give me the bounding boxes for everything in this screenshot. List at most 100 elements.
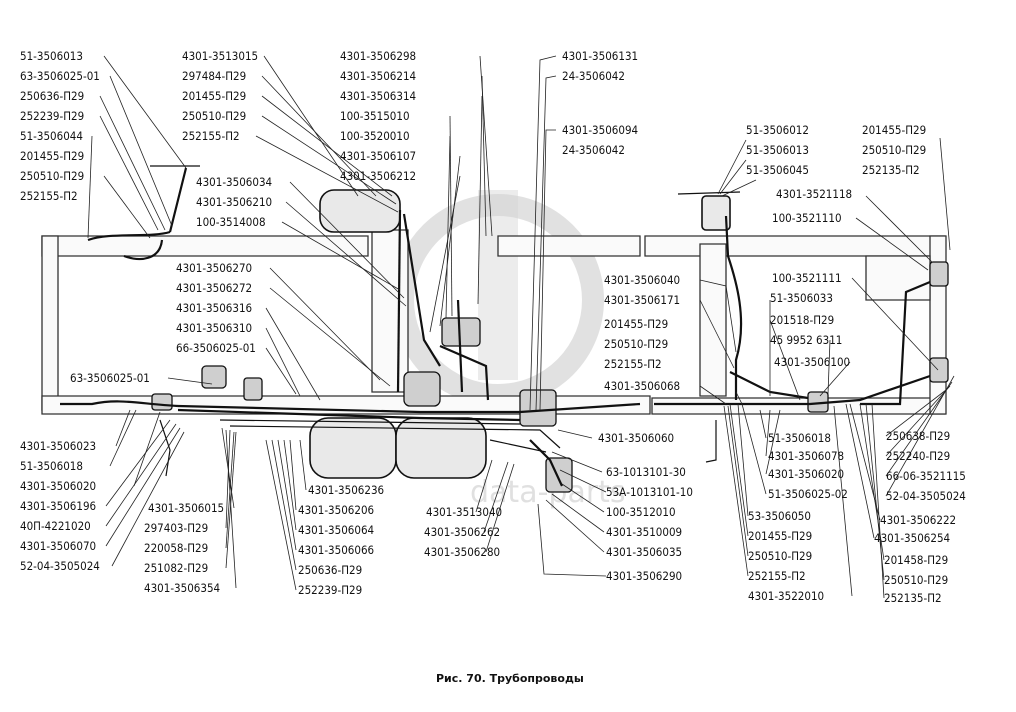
callout-label: 4301-3506023 (20, 439, 96, 453)
callout-label: 252135-П2 (884, 591, 942, 605)
callout-label: 100-3520010 (340, 129, 410, 143)
callout-label: 252239-П29 (298, 583, 362, 597)
callout-label: 63-1013101-30 (606, 465, 686, 479)
callout-label: 4301-3506214 (340, 69, 416, 83)
callout-label: 4301-3506040 (604, 273, 680, 287)
callout-label: 4301-3506310 (176, 321, 252, 335)
callout-label: 51-3506033 (770, 291, 833, 305)
callout-label: 4301-3506131 (562, 49, 638, 63)
leader-lines (87, 55, 955, 599)
callout-label: 297484-П29 (182, 69, 246, 83)
callout-label: 252155-П2 (748, 569, 806, 583)
callout-label: 4301-3506280 (424, 545, 500, 559)
callout-label: 51-3506013 (20, 49, 83, 63)
callout-label: 250510-П29 (20, 169, 84, 183)
callout-label: 4301-3506290 (606, 569, 682, 583)
callout-label: 4301-3506212 (340, 169, 416, 183)
callout-label: 4301-3506107 (340, 149, 416, 163)
callout-label: 252135-П2 (862, 163, 920, 177)
callout-label: 4301-3506068 (604, 379, 680, 393)
callout-label: 250510-П29 (862, 143, 926, 157)
callout-label: 4301-3506078 (768, 449, 844, 463)
callout-label: 4301-3506035 (606, 545, 682, 559)
callout-label: 250636-П29 (298, 563, 362, 577)
callout-label: 51-3506045 (746, 163, 809, 177)
callout-label: 4301-3513015 (182, 49, 258, 63)
callout-label: 4301-3506270 (176, 261, 252, 275)
callout-label: 51-3506012 (746, 123, 809, 137)
callout-label: 250510-П29 (182, 109, 246, 123)
figure-caption: Рис. 70. Трубопроводы (436, 672, 584, 685)
callout-label: 4301-3510009 (606, 525, 682, 539)
callout-label: 4301-3506262 (424, 525, 500, 539)
callout-label: 252155-П2 (182, 129, 240, 143)
callout-label: 53А-1013101-10 (606, 485, 693, 499)
callout-label: 100-3514008 (196, 215, 266, 229)
callout-label: 201455-П29 (182, 89, 246, 103)
callout-label: 100-3515010 (340, 109, 410, 123)
callout-label: 251082-П29 (144, 561, 208, 575)
callout-label: 201455-П29 (604, 317, 668, 331)
callout-label: 51-3506025-02 (768, 487, 848, 501)
callout-label: 4301-3506272 (176, 281, 252, 295)
callout-label: 4301-3506094 (562, 123, 638, 137)
callout-label: 4301-3506254 (874, 531, 950, 545)
callout-label: 4301-3506034 (196, 175, 272, 189)
callout-label: 51-3506013 (746, 143, 809, 157)
callout-label: 66-06-3521115 (886, 469, 966, 483)
callout-label: 100-3521111 (772, 271, 842, 285)
callout-label: 4301-3506222 (880, 513, 956, 527)
callout-labels: 51-3506013 63-3506025-01 250636-П29 2522… (20, 49, 966, 605)
callout-label: 252155-П2 (20, 189, 78, 203)
callout-label: 297403-П29 (144, 521, 208, 535)
callout-label: 45 9952 6311 (770, 333, 842, 347)
callout-label: 63-3506025-01 (70, 371, 150, 385)
air-tanks (309, 189, 731, 479)
callout-label: 201455-П29 (862, 123, 926, 137)
callout-label: 4301-3506020 (768, 467, 844, 481)
callout-label: 53-3506050 (748, 509, 811, 523)
callout-label: 220058-П29 (144, 541, 208, 555)
callout-label: 51-3506018 (768, 431, 831, 445)
callout-label: 4301-3506064 (298, 523, 374, 537)
callout-label: 4301-3522010 (748, 589, 824, 603)
callout-label: 4301-3506354 (144, 581, 220, 595)
callout-label: 4301-3506316 (176, 301, 252, 315)
callout-label: 250638-П29 (886, 429, 950, 443)
callout-label: 252240-П29 (886, 449, 950, 463)
callout-label: 252239-П29 (20, 109, 84, 123)
callout-label: 51-3506018 (20, 459, 83, 473)
callout-label: 201455-П29 (748, 529, 812, 543)
callout-label: 4301-3513040 (426, 505, 502, 519)
callout-label: 250636-П29 (20, 89, 84, 103)
callout-label: 4301-3506100 (774, 355, 850, 369)
callout-label: 100-3521110 (772, 211, 842, 225)
callout-label: 66-3506025-01 (176, 341, 256, 355)
callout-label: 52-04-3505024 (886, 489, 966, 503)
callout-label: 4301-3506314 (340, 89, 416, 103)
callout-label: 201458-П29 (884, 553, 948, 567)
callout-label: 4301-3506210 (196, 195, 272, 209)
callout-label: 4301-3506236 (308, 483, 384, 497)
callout-label: 4301-3506070 (20, 539, 96, 553)
callout-label: 4301-3506196 (20, 499, 96, 513)
callout-label: 201518-П29 (770, 313, 834, 327)
callout-label: 4301-3506060 (598, 431, 674, 445)
callout-label: 4301-3506066 (298, 543, 374, 557)
callout-label: 4301-3506171 (604, 293, 680, 307)
callout-label: 201455-П29 (20, 149, 84, 163)
callout-label: 52-04-3505024 (20, 559, 100, 573)
callout-label: 252155-П2 (604, 357, 662, 371)
callout-label: 4301-3506020 (20, 479, 96, 493)
callout-label: 51-3506044 (20, 129, 83, 143)
callout-label: 24-3506042 (562, 143, 625, 157)
callout-label: 250510-П29 (604, 337, 668, 351)
callout-label: 40П-4221020 (20, 519, 91, 533)
callout-label: 250510-П29 (748, 549, 812, 563)
callout-label: 250510-П29 (884, 573, 948, 587)
callout-label: 4301-3521118 (776, 187, 852, 201)
callout-label: 63-3506025-01 (20, 69, 100, 83)
callout-label: 24-3506042 (562, 69, 625, 83)
callout-label: 4301-3506206 (298, 503, 374, 517)
